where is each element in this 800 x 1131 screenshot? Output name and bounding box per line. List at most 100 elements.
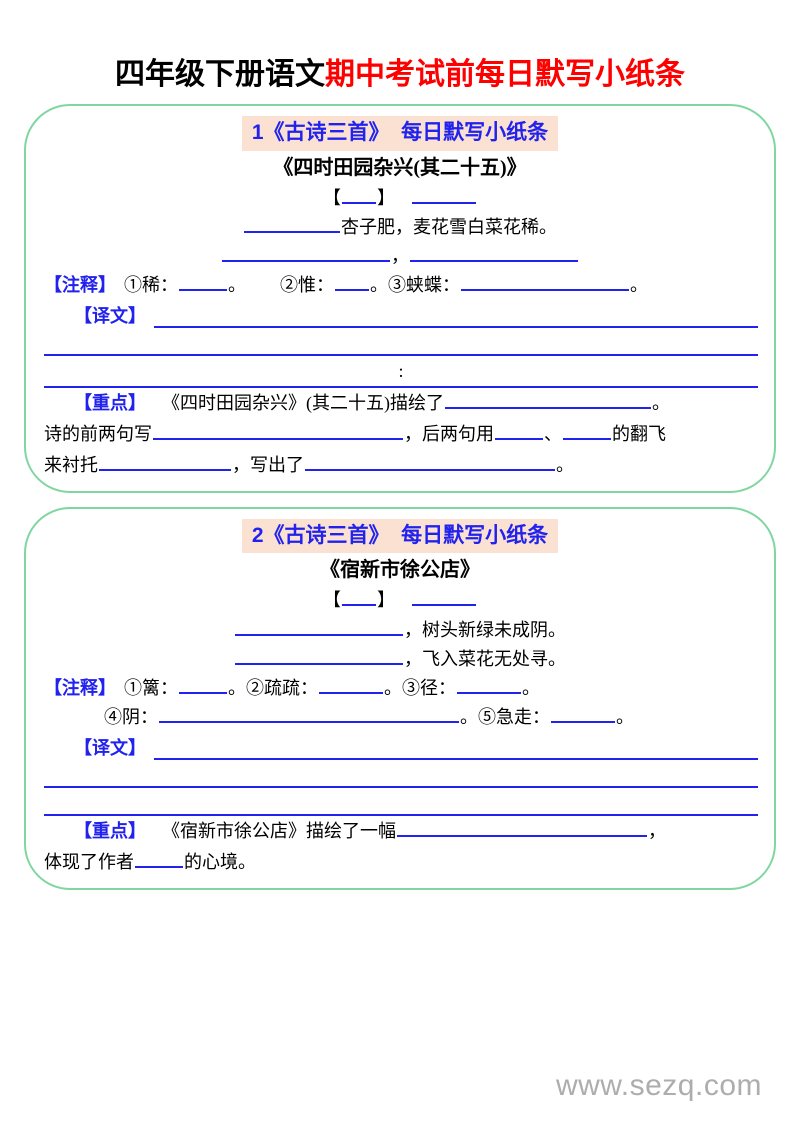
section-2-poem-line-1: ，树头新绿未成阴。	[26, 616, 774, 645]
blank-author[interactable]	[412, 586, 476, 607]
blank-note-2[interactable]	[335, 271, 369, 291]
key-text-p7: 来衬托	[44, 455, 98, 476]
section-1-header-wrap: 1《古诗三首》 每日默写小纸条	[26, 116, 774, 151]
key-text-p2: ，	[648, 821, 666, 842]
blank-translation-line-2[interactable]	[44, 328, 758, 357]
note-4-term: 阴：	[122, 707, 158, 728]
blank-note-1[interactable]	[179, 271, 227, 291]
section-card-1: 1《古诗三首》 每日默写小纸条 《四时田园杂兴(其二十五)》 【】 杏子肥，麦花…	[24, 104, 776, 493]
page-title: 四年级下册语文期中考试前每日默写小纸条	[0, 0, 800, 90]
blank-note-1[interactable]	[179, 674, 227, 694]
blank-translation-line-3[interactable]	[44, 788, 758, 817]
note-item-5: ⑤急走：。	[478, 703, 634, 732]
section-1-header: 1《古诗三首》 每日默写小纸条	[241, 116, 559, 151]
blank-key-4[interactable]	[563, 420, 611, 441]
note-3-end: 。	[522, 677, 540, 698]
translation-label: 【译文】	[74, 306, 146, 327]
watermark: www.sezq.com	[555, 1069, 762, 1102]
blank-poem-2b[interactable]	[410, 242, 578, 262]
section-2-poem-title: 《宿新市徐公店》	[320, 559, 480, 582]
note-2-num: ②	[246, 677, 264, 698]
section-2-header: 2《古诗三首》 每日默写小纸条	[241, 518, 559, 554]
page-title-red: 期中考试前每日默写小纸条	[325, 58, 685, 91]
note-3-num: ③	[388, 274, 406, 295]
blank-key-1[interactable]	[397, 817, 647, 838]
key-text-p4: ，后两句用	[404, 424, 494, 445]
blank-key-2[interactable]	[153, 420, 403, 441]
note-3-term: 蛱蝶：	[406, 274, 460, 295]
note-2-end: 。	[384, 677, 402, 698]
key-text-p5: 、	[544, 424, 562, 445]
section-1-poem-line-2: ，	[26, 242, 774, 271]
key-text-p1: 《四时田园杂兴》(其二十五)描绘了	[162, 393, 444, 414]
key-label: 【重点】	[74, 393, 146, 414]
note-1-num: ①	[124, 274, 142, 295]
translation-label: 【译文】	[74, 738, 146, 759]
note-1-term: 稀：	[142, 274, 178, 295]
blank-note-4[interactable]	[159, 703, 459, 724]
poem-line-2-text: ，飞入菜花无处寻。	[404, 648, 566, 669]
bracket-close: 】	[377, 590, 395, 611]
section-1-author-line: 【】	[26, 184, 774, 213]
blank-key-5[interactable]	[99, 451, 231, 472]
section-1-key-block: 【重点】《四时田园杂兴》(其二十五)描绘了。 诗的前两句写，后两句用、的翻飞 来…	[26, 388, 774, 481]
blank-note-3[interactable]	[461, 271, 629, 291]
blank-key-2[interactable]	[135, 848, 183, 869]
note-3-end: 。	[630, 274, 648, 295]
poem-line-1-text: ，树头新绿未成阴。	[404, 619, 566, 640]
blank-key-3[interactable]	[495, 420, 543, 441]
page-title-black: 四年级下册语文	[115, 58, 325, 91]
note-1-end: 。	[228, 677, 246, 698]
blank-translation-line-1[interactable]	[154, 732, 758, 761]
section-1-poem-title: 《四时田园杂兴(其二十五)》	[273, 156, 527, 179]
section-2-poem-line-2: ，飞入菜花无处寻。	[26, 645, 774, 674]
note-item-2: ②惟：。	[280, 271, 388, 300]
note-5-end: 。	[616, 707, 634, 728]
blank-translation-line-3[interactable]: :	[44, 356, 758, 389]
key-text-p3: 体现了作者	[44, 852, 134, 873]
key-text-p9: 。	[556, 455, 574, 476]
bracket-open: 【	[323, 590, 341, 611]
note-item-1: ①稀：。	[124, 271, 246, 300]
note-item-3: ③蛱蝶： 。	[388, 271, 648, 300]
key-text-p1: 《宿新市徐公店》描绘了一幅	[162, 821, 396, 842]
key-text-p6: 的翻飞	[612, 424, 666, 445]
section-2-author-line: 【】	[26, 586, 774, 615]
blank-note-2[interactable]	[319, 674, 383, 694]
poem-line-2-comma: ，	[391, 245, 409, 266]
notes-label: 【注释】	[44, 677, 116, 698]
section-2-key-block: 【重点】《宿新市徐公店》描绘了一幅， 体现了作者的心境。	[26, 816, 774, 878]
section-2-notes-row-2: ④阴：。 ⑤急走：。	[26, 703, 774, 732]
note-1-num: ①	[124, 677, 142, 698]
note-item-2: ②疏疏： 。	[246, 674, 402, 703]
key-text-p8: ，写出了	[232, 455, 304, 476]
note-item-4: ④阴： 。	[104, 703, 478, 732]
blank-translation-line-1[interactable]	[154, 300, 758, 329]
blank-author[interactable]	[412, 184, 476, 204]
section-2-translation-row: 【译文】	[26, 732, 774, 761]
section-1-translation-row: 【译文】	[26, 300, 774, 329]
note-2-term: 疏疏：	[264, 677, 318, 698]
blank-poem-1a[interactable]	[244, 213, 340, 233]
blank-translation-line-2[interactable]	[44, 760, 758, 789]
note-4-num: ④	[104, 707, 122, 728]
blank-dynasty[interactable]	[342, 586, 376, 607]
note-3-term: 径：	[420, 677, 456, 698]
blank-dynasty[interactable]	[342, 184, 376, 204]
blank-note-3[interactable]	[457, 674, 521, 694]
blank-note-5[interactable]	[551, 703, 615, 724]
note-2-term: 惟：	[298, 274, 334, 295]
blank-key-1[interactable]	[445, 389, 651, 410]
section-1-notes-row: 【注释】 ①稀：。 ②惟：。 ③蛱蝶：。	[26, 271, 774, 300]
blank-key-6[interactable]	[305, 451, 555, 472]
note-5-term: 急走：	[496, 707, 550, 728]
blank-poem-1a[interactable]	[235, 616, 403, 636]
blank-poem-2a[interactable]	[235, 645, 403, 665]
note-2-end: 。	[370, 274, 388, 295]
section-card-2: 2《古诗三首》 每日默写小纸条 《宿新市徐公店》 【】 ，树头新绿未成阴。 ，飞…	[24, 506, 776, 891]
key-text-p2: 。	[652, 393, 670, 414]
note-4-end: 。	[460, 707, 478, 728]
blank-poem-2a[interactable]	[222, 242, 390, 262]
note-3-num: ③	[402, 677, 420, 698]
note-1-term: 篱：	[142, 677, 178, 698]
